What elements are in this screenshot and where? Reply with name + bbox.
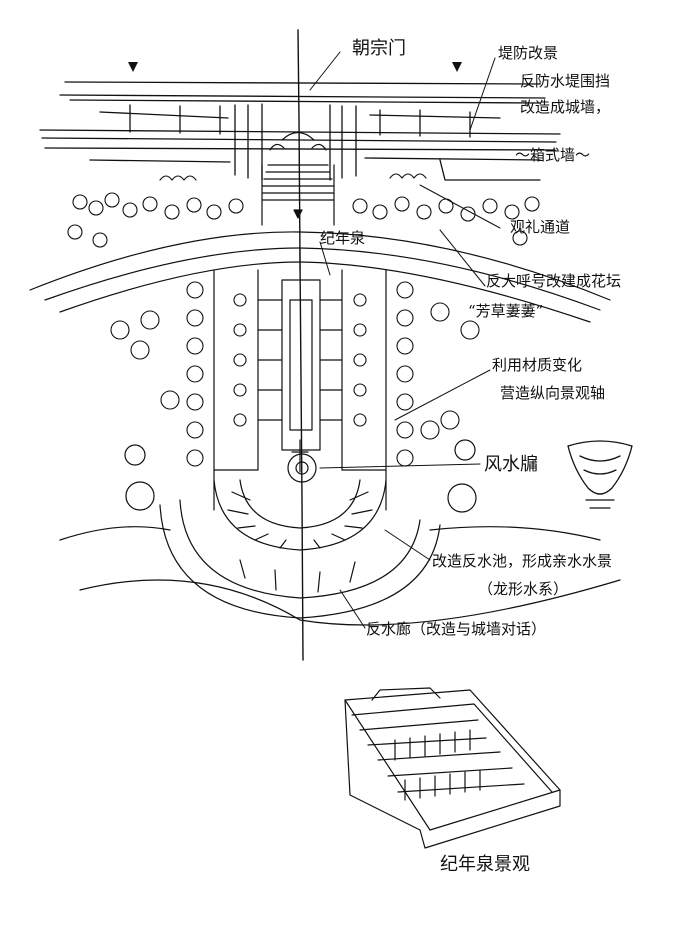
label-pool-line1: 改造反水池，形成亲水水景 bbox=[432, 552, 612, 570]
central-paving bbox=[213, 247, 387, 511]
leader-lines bbox=[309, 51, 501, 629]
label-axis-line1: 利用材质变化 bbox=[492, 356, 582, 374]
label-fountain: 风水牖 bbox=[484, 454, 538, 475]
city-wall bbox=[39, 81, 561, 181]
label-embankment-line1: 反防水堤围挡 bbox=[520, 72, 610, 90]
label-wall: ～箱式墙～ bbox=[515, 146, 590, 164]
water-arcs bbox=[59, 439, 621, 626]
gate-steps bbox=[261, 131, 335, 226]
label-pool-line2: （龙形水系） bbox=[478, 580, 568, 598]
label-flowerbeds-line2: “芳草萋萋” bbox=[468, 302, 543, 320]
north-marker-right bbox=[452, 62, 462, 72]
fountain-plaza bbox=[213, 453, 387, 551]
label-embankment-line2: 改造成城墙， bbox=[520, 98, 610, 116]
central-axis bbox=[297, 29, 304, 661]
perspective-sketch bbox=[344, 687, 561, 849]
label-corridor: 反水廊（改造与城墙对话） bbox=[366, 620, 546, 638]
label-embankment-title: 堤防改景 bbox=[498, 44, 558, 62]
axis-tree-rows bbox=[110, 281, 480, 467]
label-plaza: 纪年泉 bbox=[320, 229, 365, 247]
wall-tree-clusters bbox=[67, 173, 540, 248]
label-axis-line2: 营造纵向景观轴 bbox=[500, 384, 605, 402]
fountain-vessel-icon bbox=[567, 440, 633, 509]
label-gate: 朝宗门 bbox=[352, 38, 406, 59]
north-marker-left bbox=[128, 62, 138, 72]
label-flowerbeds-line1: 反大呼号改建成花坛 bbox=[486, 272, 621, 290]
label-perspective: 纪年泉景观 bbox=[440, 854, 530, 875]
label-avenue: 观礼通道 bbox=[510, 218, 570, 236]
